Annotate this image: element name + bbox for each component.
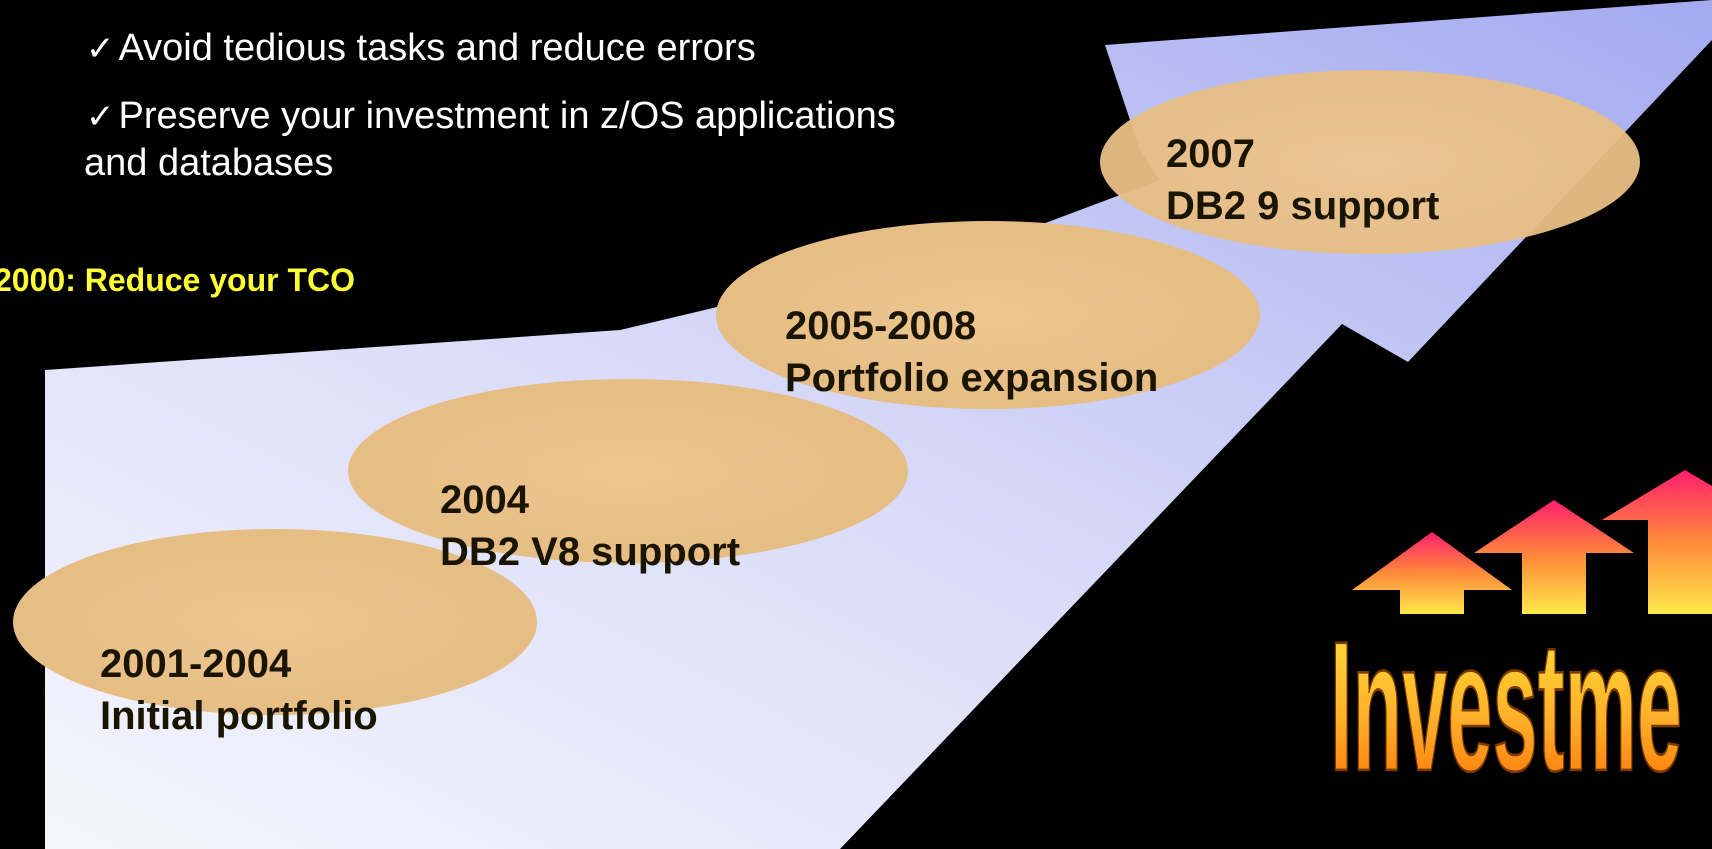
stage-desc-2: DB2 V8 support [440,530,741,574]
stage-desc-1: Initial portfolio [100,694,378,738]
tco-text: 2000: Reduce your TCO [0,262,355,298]
stage-year-1: 2001-2004 [100,642,292,686]
stage-desc-3: Portfolio expansion [785,356,1159,400]
bullet-text-1: Avoid tedious tasks and reduce errors [118,27,756,69]
investment-logo-arrows [1352,470,1712,614]
logo-arrow-2 [1474,500,1634,614]
stage-label-2: 2004 DB2 V8 support [440,474,740,578]
stage-ellipse-4 [1100,70,1640,254]
stage-year-3: 2005-2008 [785,304,977,348]
bullet-text-2: Preserve your investment in z/OS applica… [118,95,896,137]
bullet-continuation: and databases [84,142,334,184]
stage-label-4: 2007 DB2 9 support [1166,128,1439,232]
stage-label-3: 2005-2008 Portfolio expansion [785,300,1158,404]
check-mark-icon: ✓ [86,97,115,137]
stage-year-2: 2004 [440,478,529,522]
stage-ellipse-3 [716,221,1260,409]
stage-label-1: 2001-2004 Initial portfolio [100,638,378,742]
check-mark-icon: ✓ [86,29,115,69]
logo-arrow-3 [1602,470,1712,614]
investment-logo-text: Investme [1330,604,1682,810]
stage-ellipse-1 [13,529,537,715]
stage-year-4: 2007 [1166,132,1255,176]
bullet-item-2: ✓Preserve your investment in z/OS applic… [86,94,896,139]
bullet-item-1: ✓Avoid tedious tasks and reduce errors [86,26,756,71]
stage-desc-4: DB2 9 support [1166,184,1440,228]
logo-arrow-1 [1352,532,1512,614]
stage-ellipse-2 [348,379,908,563]
